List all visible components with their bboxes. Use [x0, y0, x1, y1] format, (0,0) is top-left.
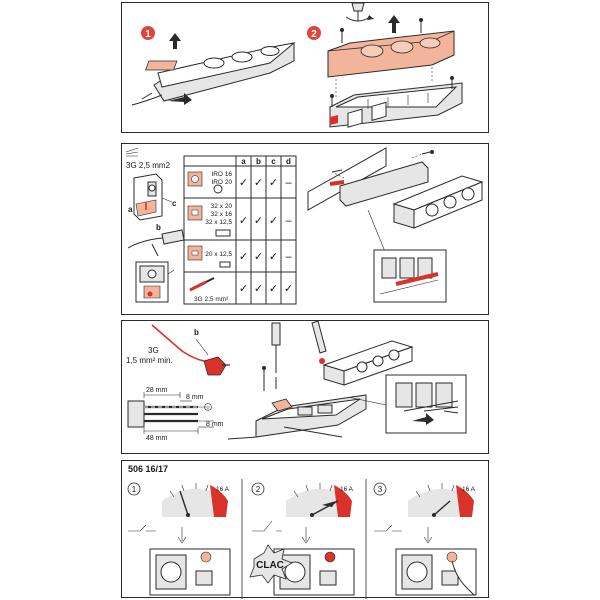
breaker-step-3: 3 16 A	[373, 482, 477, 596]
row-3-label-1: 20 x 12,5	[205, 251, 232, 258]
plug-drawing	[151, 324, 230, 376]
panel-wiring: b 3G 1,5 mm² min. 28 mm 8 mm 48 mm 8 mm	[121, 320, 489, 454]
gauge-1-needle	[179, 490, 189, 516]
table-header-b: b	[256, 157, 261, 166]
panel-circuit-breaker: 506 16/17 1 16 A 2	[121, 460, 489, 599]
product-reference: 506 16/17	[128, 464, 168, 474]
table-header-a: a	[241, 157, 246, 166]
step-2-badge	[307, 26, 321, 40]
row-2-label-3: 32 x 12,5	[205, 219, 232, 226]
gauge-3	[408, 488, 472, 517]
push-arrow-icon	[168, 93, 192, 105]
wiring-illustration: b 3G 1,5 mm² min. 28 mm 8 mm 48 mm 8 mm	[126, 320, 467, 442]
cable-spec-label: 3G 2,5 mm2	[126, 161, 171, 170]
end-cap-inside	[135, 261, 175, 303]
clac-burst	[249, 544, 293, 584]
end-cap-detail	[133, 173, 173, 221]
power-strip-left	[131, 33, 296, 106]
clac-label: CLAC	[256, 560, 284, 571]
strip-wiring-drawing	[227, 320, 467, 440]
row-1-label-1: IRO 16	[211, 171, 232, 178]
letter-b: b	[156, 223, 161, 232]
row-2-cell-a: ✓	[239, 215, 248, 227]
row-3-cell-d: –	[285, 251, 292, 263]
letter-a: a	[128, 205, 133, 214]
disassembly-illustration: 1 2	[131, 2, 463, 128]
row-1-cell-c: ✓	[269, 177, 278, 189]
row-4-label-1: 3G 2,5 mm²	[194, 296, 229, 303]
switch-closed-icon	[374, 524, 402, 532]
conduit-ring-icon	[213, 184, 223, 194]
row-1-label-2: IRO 20	[211, 179, 232, 186]
down-arrow-icon	[301, 527, 311, 544]
letter-b: b	[194, 328, 199, 337]
finger-icon	[451, 560, 475, 596]
row-3-cell-b: ✓	[254, 251, 263, 263]
top-cover	[327, 30, 455, 78]
strip-length-diagram: 28 mm 8 mm 48 mm 8 mm	[127, 387, 224, 442]
row-2-cell-b: ✓	[254, 215, 263, 227]
breaker-step-1: 1 16 A	[127, 482, 231, 596]
panel-compatibility: 3G 2,5 mm2 a c b	[121, 101, 489, 315]
row-2-label-2: 32 x 16	[211, 211, 233, 218]
wall-mount-illustration	[307, 101, 484, 303]
compatibility-illustration: 3G 2,5 mm2 a c b	[125, 101, 484, 305]
gauge-3-needle	[433, 500, 451, 516]
cable-duct-sketch	[127, 229, 185, 257]
gauge-3-label: 16 A	[462, 486, 476, 493]
gauge-2-label: 16 A	[340, 486, 354, 493]
trunking-profile-icon	[215, 229, 231, 237]
small-trunking-profile-icon	[219, 261, 231, 268]
earth-icon	[204, 403, 212, 411]
row-4-cell-a: ✓	[239, 283, 248, 295]
row-3-cell-a: ✓	[239, 251, 248, 263]
power-strip-exploded	[327, 2, 463, 128]
cable-spec-line-2: 1,5 mm² min.	[126, 356, 173, 365]
down-arrow-icon	[177, 527, 187, 544]
lift-arrow-icon	[388, 15, 400, 33]
reset-button-tripped	[324, 551, 336, 563]
cable-spec-line-1: 3G	[148, 346, 159, 355]
reset-button-idle	[200, 551, 212, 563]
row-4-cell-c: ✓	[269, 283, 278, 295]
panel-disassembly: 1 2	[121, 2, 489, 133]
up-arrow-icon	[169, 33, 181, 49]
row-2-cell-d: –	[285, 215, 292, 227]
step-1-number: 1	[145, 29, 151, 40]
row-1-cell-d: –	[285, 177, 292, 189]
step-2-number: 2	[256, 485, 261, 494]
dim-28-label: 28 mm	[146, 387, 168, 394]
row-4-cell-d: ✓	[284, 283, 293, 295]
table-header-c: c	[271, 157, 276, 166]
table-header-d: d	[286, 157, 291, 166]
row-3-cell-c: ✓	[269, 251, 278, 263]
down-arrow-icon	[423, 527, 433, 544]
row-2-cell-c: ✓	[269, 215, 278, 227]
cable-icon	[125, 147, 139, 157]
gauge-1	[162, 488, 226, 517]
step-2-number: 2	[311, 29, 317, 40]
step-1-badge	[141, 26, 155, 40]
switch-closed-icon	[128, 524, 156, 532]
dim-8a-label: 8 mm	[186, 394, 204, 401]
gauge-1-label: 16 A	[216, 486, 230, 493]
dim-48-label: 48 mm	[146, 435, 168, 442]
circuit-breaker-illustration: 506 16/17 1 16 A 2	[127, 464, 477, 599]
row-4-cell-b: ✓	[254, 283, 263, 295]
row-2-label-1: 32 x 20	[211, 203, 233, 210]
dim-8b-label: 8 mm	[206, 421, 224, 428]
gauge-2	[286, 488, 350, 517]
cable-entry-icon	[189, 280, 207, 292]
reset-button-pressed	[446, 551, 458, 563]
sliding-cover	[145, 60, 178, 71]
breaker-step-2: 2 16 A CLAC	[249, 482, 355, 596]
step-1-number: 1	[132, 485, 137, 494]
letter-c: c	[172, 199, 177, 208]
step-3-number: 3	[378, 485, 383, 494]
switch-open-icon	[252, 520, 282, 532]
row-1-cell-a: ✓	[239, 177, 248, 189]
row-1-cell-b: ✓	[254, 177, 263, 189]
compatibility-table: a b c d IRO 16 IRO 20 ✓ ✓ ✓ – 32 x 20 32…	[183, 155, 297, 305]
